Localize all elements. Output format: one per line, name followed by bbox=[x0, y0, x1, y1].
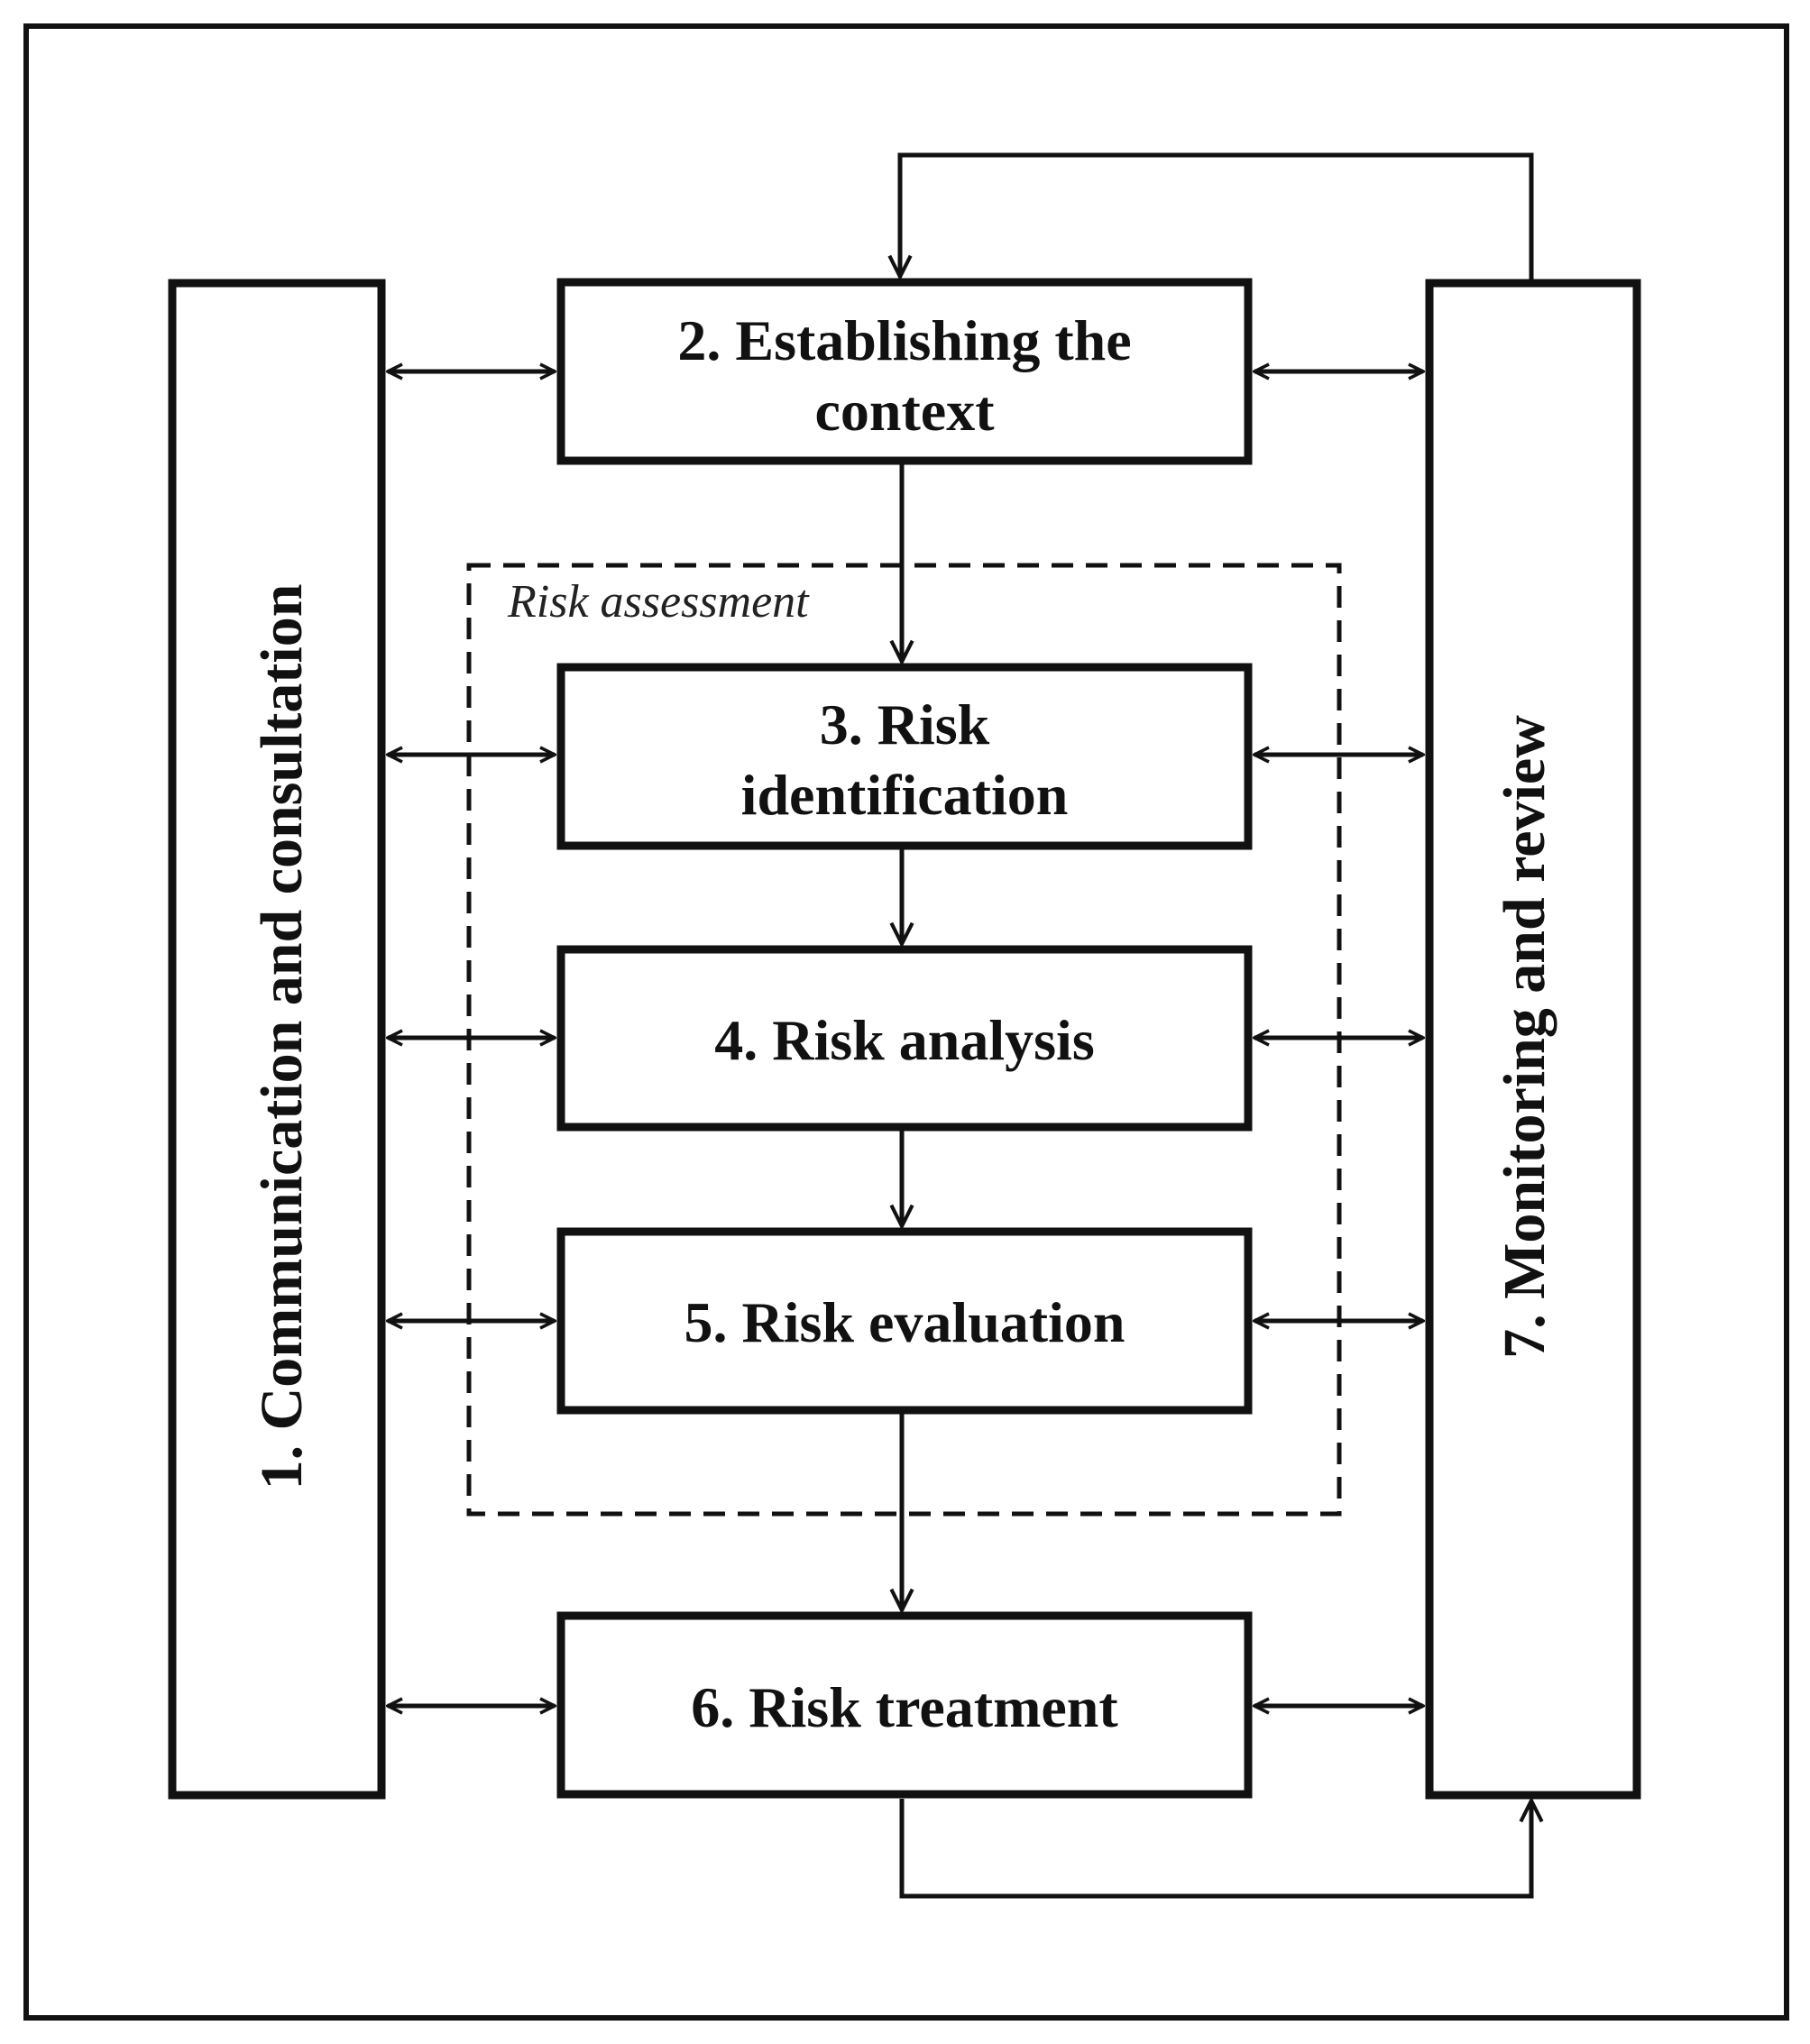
context-label-line1: 2. Establishing the bbox=[677, 308, 1131, 372]
analysis-box bbox=[556, 945, 1253, 1132]
group-label-background bbox=[503, 573, 893, 637]
monitoring-box bbox=[1425, 279, 1641, 1800]
risk-assessment-label: Risk assessment bbox=[507, 576, 810, 628]
arrow-monitoring-to-context bbox=[900, 152, 1534, 280]
identification-box bbox=[556, 663, 1253, 850]
treatment-box bbox=[556, 1611, 1253, 1799]
identification-label-line1: 3. Risk bbox=[820, 692, 990, 756]
analysis-label: 4. Risk analysis bbox=[714, 1008, 1094, 1072]
communication-label: 1. Communication and consultation bbox=[249, 584, 315, 1490]
treatment-label: 6. Risk treatment bbox=[691, 1675, 1118, 1739]
evaluation-label: 5. Risk evaluation bbox=[684, 1290, 1126, 1354]
monitoring-label: 7. Monitoring and review bbox=[1492, 715, 1557, 1359]
context-label-line2: context bbox=[814, 379, 995, 443]
context-box bbox=[556, 278, 1253, 465]
arrow-treatment-to-monitoring bbox=[899, 1799, 1531, 1899]
communication-box bbox=[168, 279, 386, 1800]
outer-frame bbox=[23, 23, 1789, 2021]
evaluation-box bbox=[556, 1227, 1253, 1415]
identification-label-line2: identification bbox=[741, 763, 1069, 827]
